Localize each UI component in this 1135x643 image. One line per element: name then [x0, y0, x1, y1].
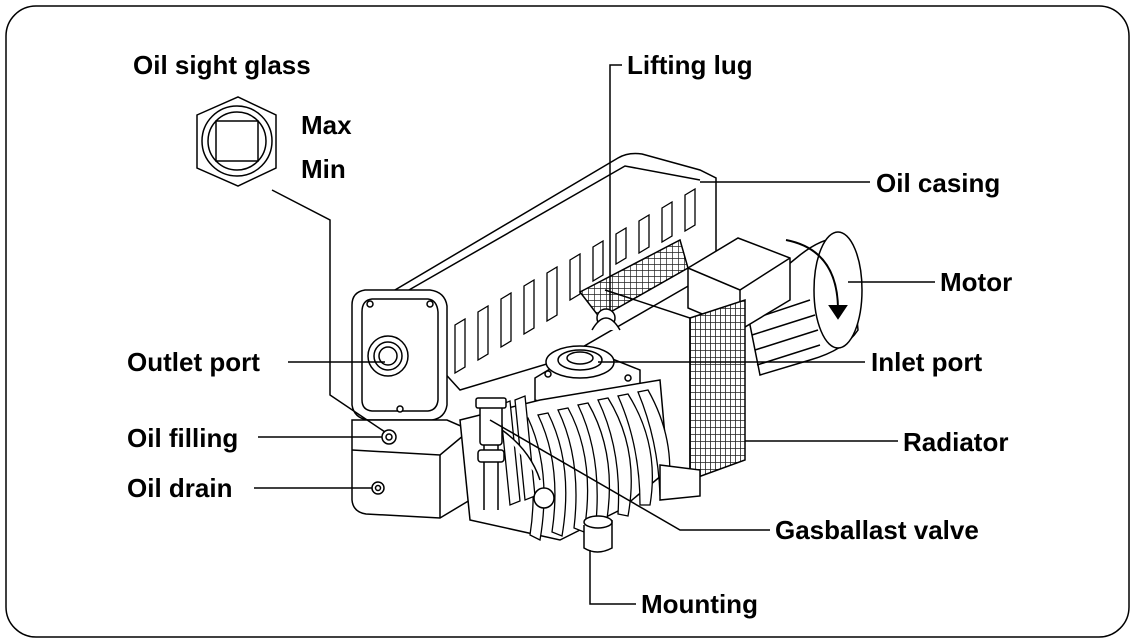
oil-sump: [351, 419, 471, 519]
outlet-end-plate: [351, 289, 448, 421]
casing-fins: [454, 187, 696, 375]
sight-glass-title: Oil sight glass: [133, 50, 311, 80]
leader-gasballast: [489, 419, 770, 531]
label-mounting: Mounting: [641, 589, 758, 619]
terminal-box: [687, 237, 791, 331]
rotation-arrow-icon: [785, 239, 848, 320]
compressor-fins: [517, 389, 671, 541]
leader-lines: [254, 64, 935, 605]
label-outlet-port: Outlet port: [127, 347, 260, 377]
leader-lifting-lug: [609, 64, 622, 310]
label-oil-drain: Oil drain: [127, 473, 233, 503]
label-lifting-lug: Lifting lug: [627, 50, 753, 80]
sight-glass-max: Max: [301, 110, 352, 140]
mounting-foot: [583, 464, 701, 553]
sight-glass-min: Min: [301, 154, 346, 184]
label-oil-casing: Oil casing: [876, 168, 1001, 198]
label-inlet-port: Inlet port: [871, 347, 983, 377]
radiator-block: [578, 238, 746, 491]
label-gasballast-valve: Gasballast valve: [775, 515, 979, 545]
leader-mounting: [589, 550, 636, 605]
gasballast-valve: [475, 397, 555, 510]
label-oil-filling: Oil filling: [127, 423, 239, 453]
leader-sight-glass: [271, 189, 386, 433]
lifting-lug: [591, 308, 621, 331]
diagram-border: [5, 5, 1130, 638]
sight-glass-icon: [196, 96, 277, 187]
label-radiator: Radiator: [903, 427, 1009, 457]
label-motor: Motor: [940, 267, 1013, 297]
